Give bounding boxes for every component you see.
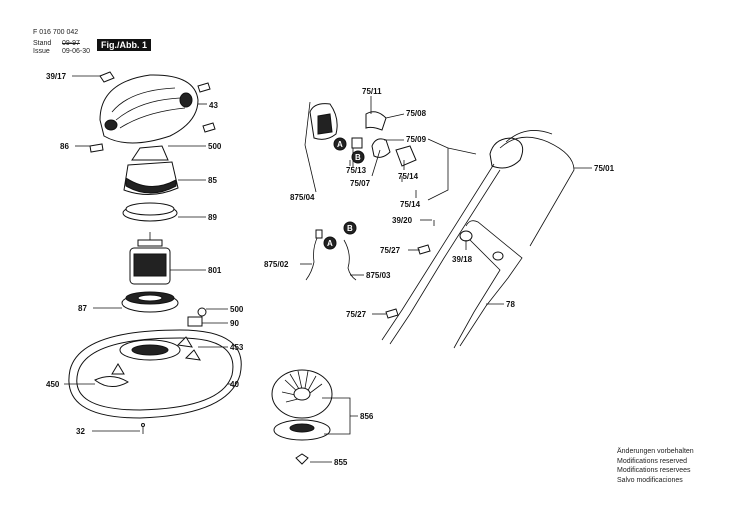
base-plate-part: [68, 329, 242, 419]
label-39-20: 39/20: [392, 216, 413, 225]
motor-top-part: [123, 145, 179, 195]
label-39-17: 39/17: [46, 72, 67, 81]
motor-part: [129, 232, 171, 285]
label-801: 801: [208, 266, 222, 275]
cable-part: [305, 229, 357, 281]
marker-b-upper: B: [351, 150, 365, 164]
label-75-09: 75/09: [406, 135, 427, 144]
label-875-03: 875/03: [366, 271, 391, 280]
marker-a-lower: A: [323, 236, 337, 250]
label-43: 43: [209, 101, 218, 110]
switch-housing-part: [309, 103, 417, 196]
label-500-bottom: 500: [230, 305, 244, 314]
label-855: 855: [334, 458, 348, 467]
hood-cover-part: [99, 74, 199, 144]
fan-housing-part: [121, 291, 179, 313]
footer-notes: Änderungen vorbehalten Modifications res…: [617, 447, 694, 485]
clip-part: [187, 307, 207, 327]
note-de: Änderungen vorbehalten: [617, 448, 694, 455]
label-75-13: 75/13: [346, 166, 367, 175]
doc-number: F 016 700 042: [33, 29, 79, 36]
label-75-01: 75/01: [594, 164, 615, 173]
note-en: Modifications reserved: [617, 457, 688, 465]
svg-text:B: B: [355, 153, 361, 162]
svg-text:A: A: [327, 239, 333, 248]
handle-part: [381, 130, 575, 349]
right-leader-lines: [300, 96, 592, 315]
marker-a-upper: A: [333, 137, 347, 151]
screw-part: [141, 423, 145, 434]
issue-value: 09-06-30: [62, 48, 91, 55]
label-75-27-a: 75/27: [380, 246, 401, 255]
label-32: 32: [76, 427, 85, 436]
stand-value: 09-97: [62, 40, 80, 47]
label-75-27-b: 75/27: [346, 310, 367, 319]
label-87: 87: [78, 304, 87, 313]
note-fr: Modifications reservees: [617, 467, 691, 474]
label-39-18: 39/18: [452, 255, 473, 264]
svg-text:A: A: [337, 140, 343, 149]
label-875-02: 875/02: [264, 260, 289, 269]
svg-text:B: B: [347, 224, 353, 233]
label-78: 78: [506, 300, 515, 309]
label-40: 40: [230, 380, 239, 389]
label-450: 450: [46, 380, 60, 389]
knob-part: [89, 71, 216, 153]
fan-impeller-part: [271, 369, 333, 465]
label-75-14-a: 75/14: [398, 172, 419, 181]
left-leader-lines: [64, 75, 358, 463]
part-labels: 39/17 43 86 500 85 89 801 87 500 90 453 …: [46, 72, 615, 467]
label-453: 453: [230, 343, 244, 352]
label-85: 85: [208, 176, 217, 185]
label-856: 856: [360, 412, 374, 421]
stand-label: Stand: [33, 40, 52, 47]
ring-part: [122, 202, 178, 222]
issue-label: Issue: [33, 48, 50, 55]
label-90: 90: [230, 319, 239, 328]
label-500-top: 500: [208, 142, 222, 151]
note-es: Salvo modificaciones: [617, 476, 683, 484]
figure-label: Fig./Abb. 1: [97, 39, 151, 51]
label-875-04: 875/04: [290, 193, 315, 202]
marker-b-lower: B: [343, 221, 357, 235]
label-86: 86: [60, 142, 69, 151]
label-75-07: 75/07: [350, 179, 371, 188]
label-89: 89: [208, 213, 217, 222]
label-75-08: 75/08: [406, 109, 427, 118]
label-75-14-b: 75/14: [400, 200, 421, 209]
label-75-11: 75/11: [362, 87, 382, 96]
